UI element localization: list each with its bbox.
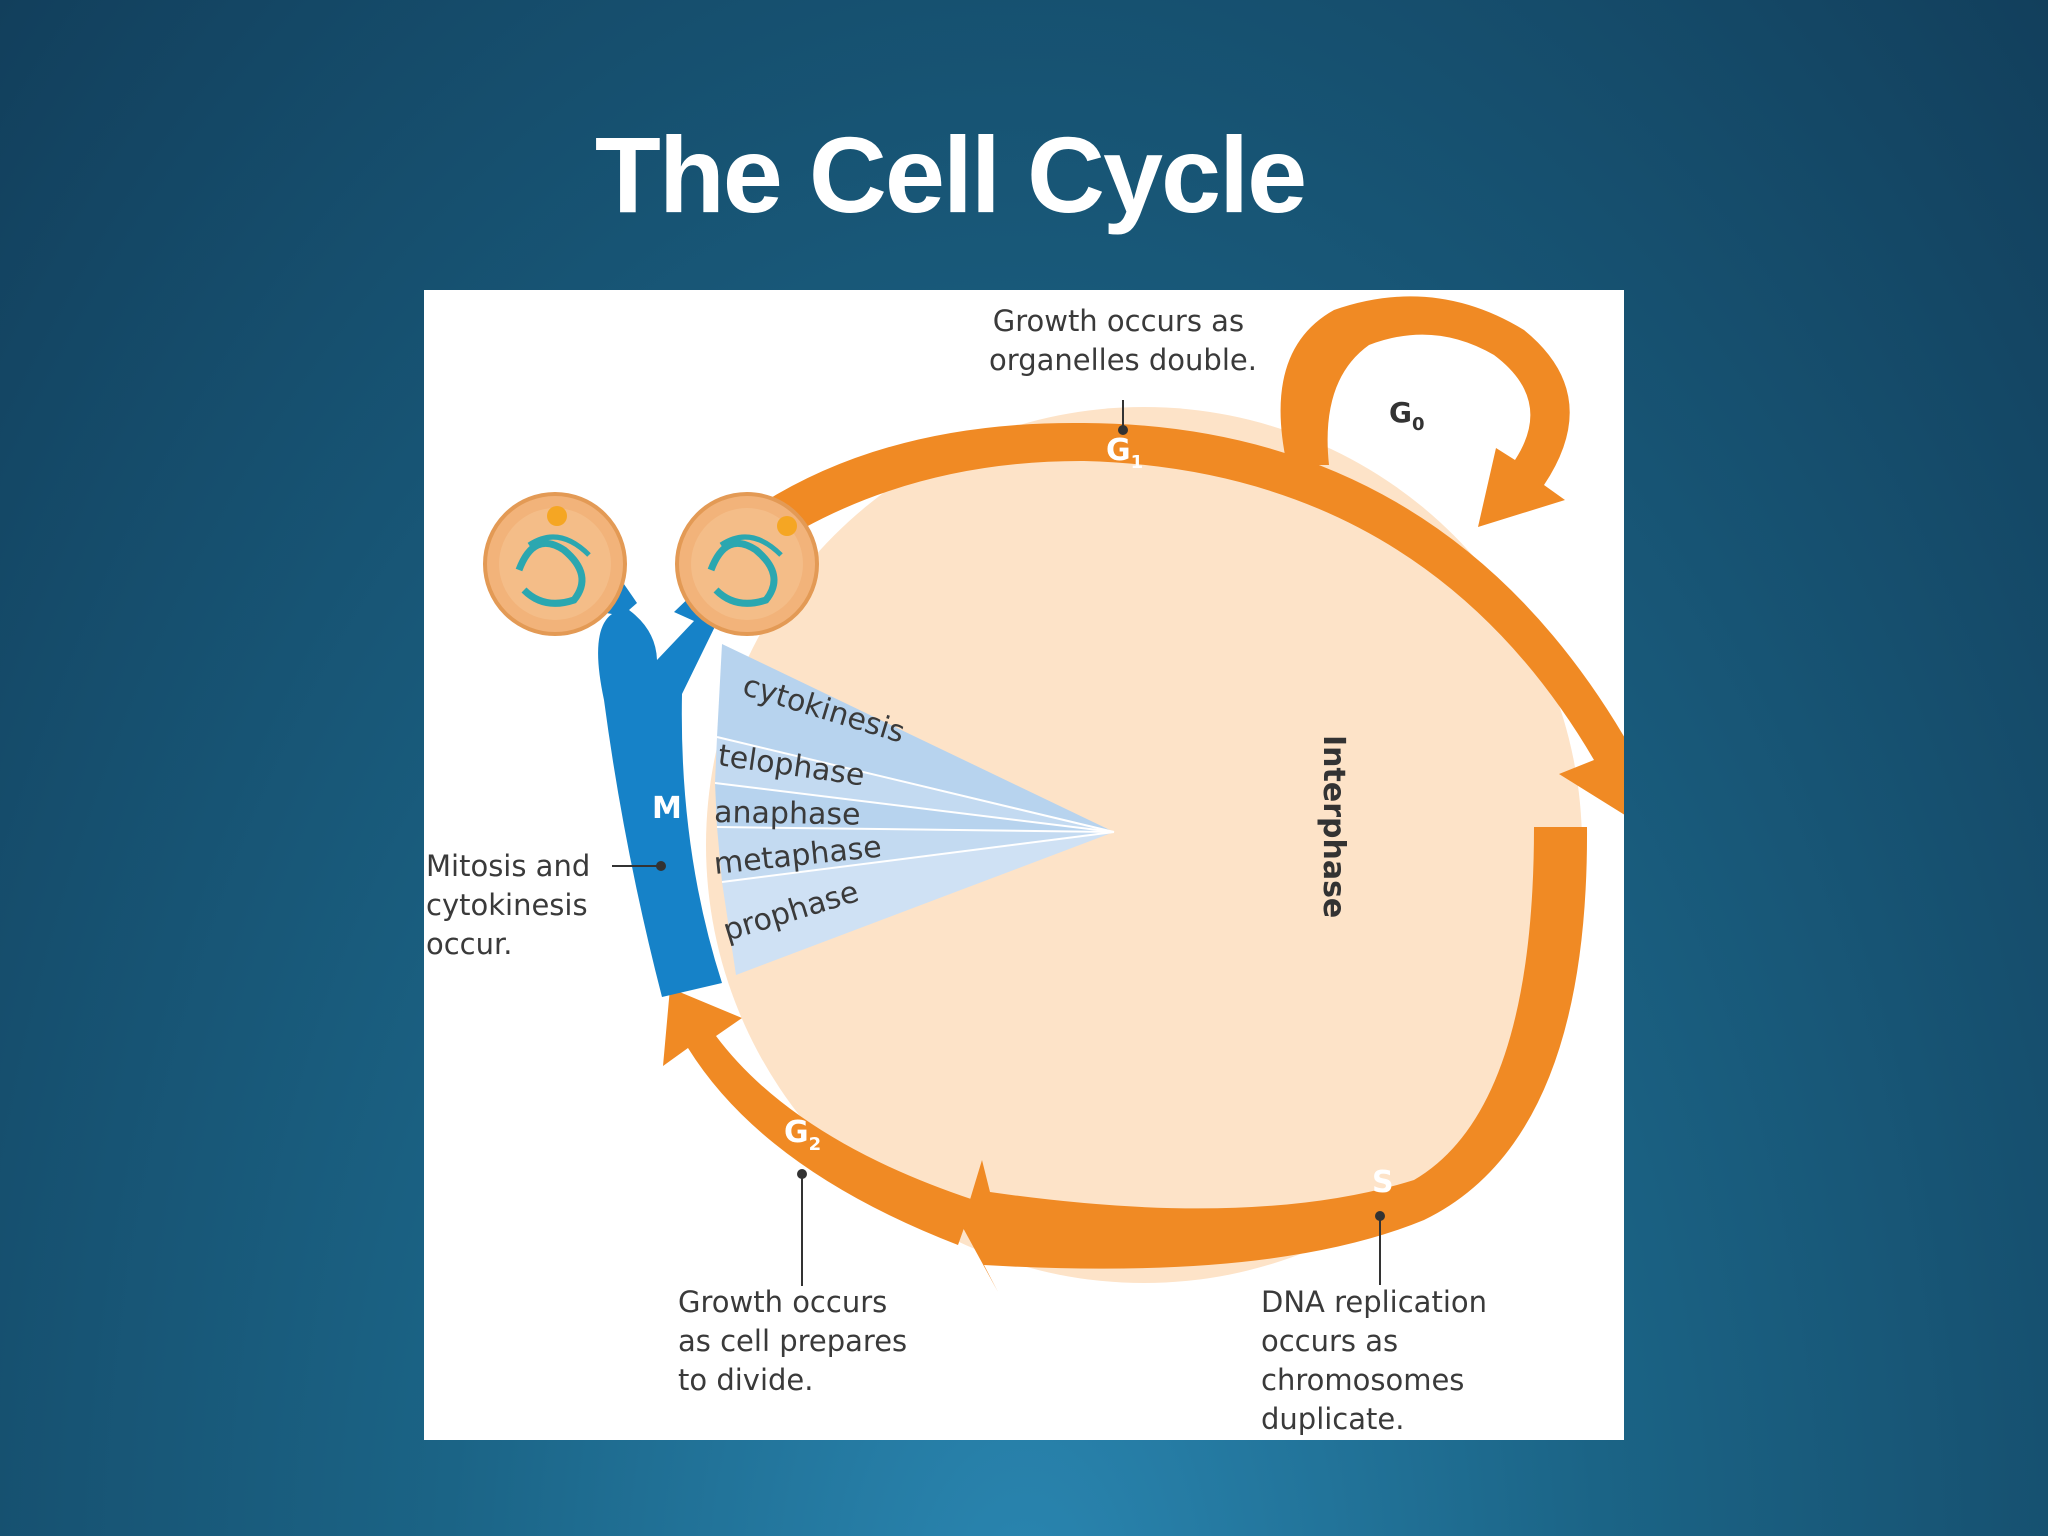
mitosis-fan <box>714 644 1115 975</box>
phase-anaphase: anaphase <box>714 795 861 833</box>
daughter-cell-right <box>675 492 819 636</box>
m-annotation: Mitosis and cytokinesis occur. <box>426 849 599 961</box>
stage-g1-label: G1 <box>1106 433 1143 473</box>
s-annotation: DNA replication occurs as chromosomes du… <box>1261 1285 1496 1436</box>
g0-loop-arrow <box>1280 296 1570 527</box>
cell-cycle-diagram: cytokinesis telophase anaphase metaphase… <box>424 290 1624 1440</box>
interphase-area <box>706 407 1582 1283</box>
g1-arrow <box>686 422 1624 815</box>
g2-arrow <box>663 988 974 1245</box>
slide-title: The Cell Cycle <box>594 114 1307 235</box>
stage-g2-label: G2 <box>784 1115 821 1155</box>
g1-annotation: Growth occurs as organelles double. <box>989 304 1257 377</box>
interphase-label: Interphase <box>1316 735 1351 918</box>
g2-annotation: Growth occurs as cell prepares to divide… <box>678 1285 916 1397</box>
stage-s-label: S <box>1372 1165 1394 1200</box>
stage-m-label: M <box>652 791 682 826</box>
daughter-cell-left <box>483 492 627 636</box>
s-arrow <box>962 827 1588 1292</box>
mitosis-arrow <box>588 558 744 997</box>
stage-g0-label: G0 <box>1389 396 1425 435</box>
cell-cycle-svg: cytokinesis telophase anaphase metaphase… <box>426 296 1624 1436</box>
